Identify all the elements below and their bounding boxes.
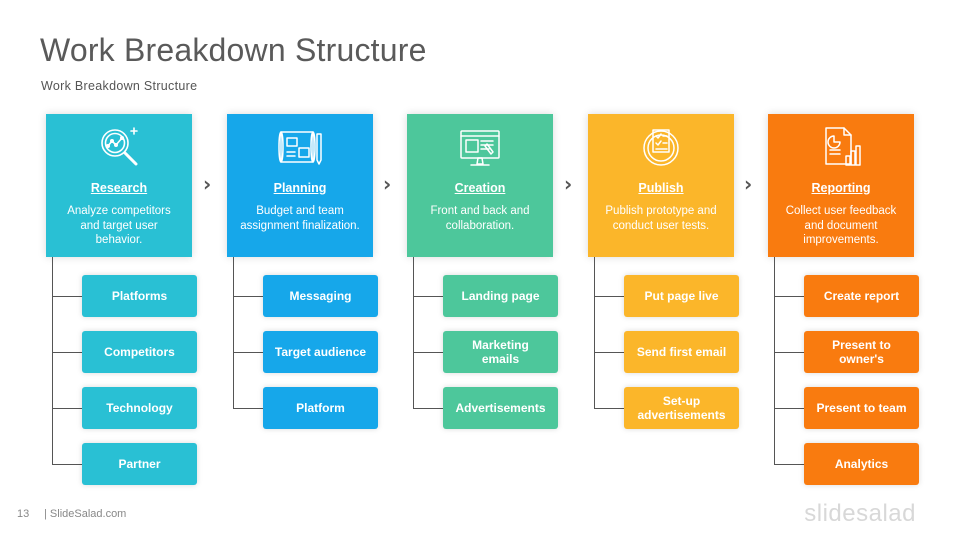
- sub-item: Target audience: [263, 331, 378, 373]
- card-title: Reporting: [811, 181, 871, 195]
- footer-site: | SlideSalad.com: [44, 508, 127, 520]
- tree-branch: [774, 408, 804, 409]
- card-planning: Planning Budget and team assignment fina…: [227, 114, 373, 257]
- tree-trunk-publish: [594, 257, 595, 408]
- report-chart-icon: [825, 127, 861, 166]
- card-research: Research Analyze competitors and target …: [46, 114, 192, 257]
- tree-trunk-reporting: [774, 257, 775, 464]
- tree-branch: [52, 464, 82, 465]
- tree-branch: [594, 296, 624, 297]
- sub-item: Present to owner's: [804, 331, 919, 373]
- tree-branch: [413, 352, 443, 353]
- card-creation: Creation Front and back and collaboratio…: [407, 114, 553, 257]
- brand-logo: slidesalad: [804, 500, 916, 527]
- tree-branch: [413, 296, 443, 297]
- sub-item: Messaging: [263, 275, 378, 317]
- sub-item: Technology: [82, 387, 197, 429]
- magnifier-chart-icon: [101, 127, 138, 166]
- sub-item: Put page live: [624, 275, 739, 317]
- card-description: Front and back and collaboration.: [430, 205, 530, 232]
- card-description: Publish prototype and conduct user tests…: [605, 205, 717, 232]
- card-description: Analyze competitors and target user beha…: [67, 205, 171, 246]
- chevron-right-icon: ›: [564, 172, 573, 196]
- sub-item: Present to team: [804, 387, 919, 429]
- tree-branch: [594, 408, 624, 409]
- sub-item: Platform: [263, 387, 378, 429]
- tree-trunk-planning: [233, 257, 234, 408]
- card-title: Creation: [454, 181, 506, 195]
- sub-item: Platforms: [82, 275, 197, 317]
- tree-branch: [52, 296, 82, 297]
- tree-branch: [413, 408, 443, 409]
- card-description: Budget and team assignment finalization.: [240, 205, 360, 232]
- tree-branch: [233, 352, 263, 353]
- tree-branch: [774, 352, 804, 353]
- tree-trunk-research: [52, 257, 53, 464]
- tree-branch: [52, 408, 82, 409]
- card-reporting: Reporting Collect user feedback and docu…: [768, 114, 914, 257]
- card-publish: Publish Publish prototype and conduct us…: [588, 114, 734, 257]
- tree-branch: [233, 408, 263, 409]
- design-monitor-icon: [460, 130, 500, 166]
- sub-item: Partner: [82, 443, 197, 485]
- tree-branch: [594, 352, 624, 353]
- sub-item: Competitors: [82, 331, 197, 373]
- tree-branch: [774, 296, 804, 297]
- sub-item: Set-up advertisements: [624, 387, 739, 429]
- sub-item: Marketing emails: [443, 331, 558, 373]
- chevron-right-icon: ›: [203, 172, 212, 196]
- card-title: Publish: [638, 181, 684, 195]
- page-subtitle: Work Breakdown Structure: [41, 79, 198, 93]
- sub-item: Advertisements: [443, 387, 558, 429]
- blueprint-icon: [278, 131, 322, 165]
- card-title: Planning: [273, 181, 327, 195]
- chevron-right-icon: ›: [383, 172, 392, 196]
- tree-branch: [233, 296, 263, 297]
- page-title: Work Breakdown Structure: [40, 32, 427, 68]
- card-title: Research: [90, 181, 148, 195]
- checklist-gear-icon: [643, 129, 679, 166]
- chevron-right-icon: ›: [744, 172, 753, 196]
- sub-item: Landing page: [443, 275, 558, 317]
- tree-trunk-creation: [413, 257, 414, 408]
- card-description: Collect user feedback and document impro…: [785, 205, 897, 246]
- sub-item: Create report: [804, 275, 919, 317]
- tree-branch: [774, 464, 804, 465]
- tree-branch: [52, 352, 82, 353]
- page-number: 13: [17, 508, 30, 520]
- sub-item: Analytics: [804, 443, 919, 485]
- sub-item: Send first email: [624, 331, 739, 373]
